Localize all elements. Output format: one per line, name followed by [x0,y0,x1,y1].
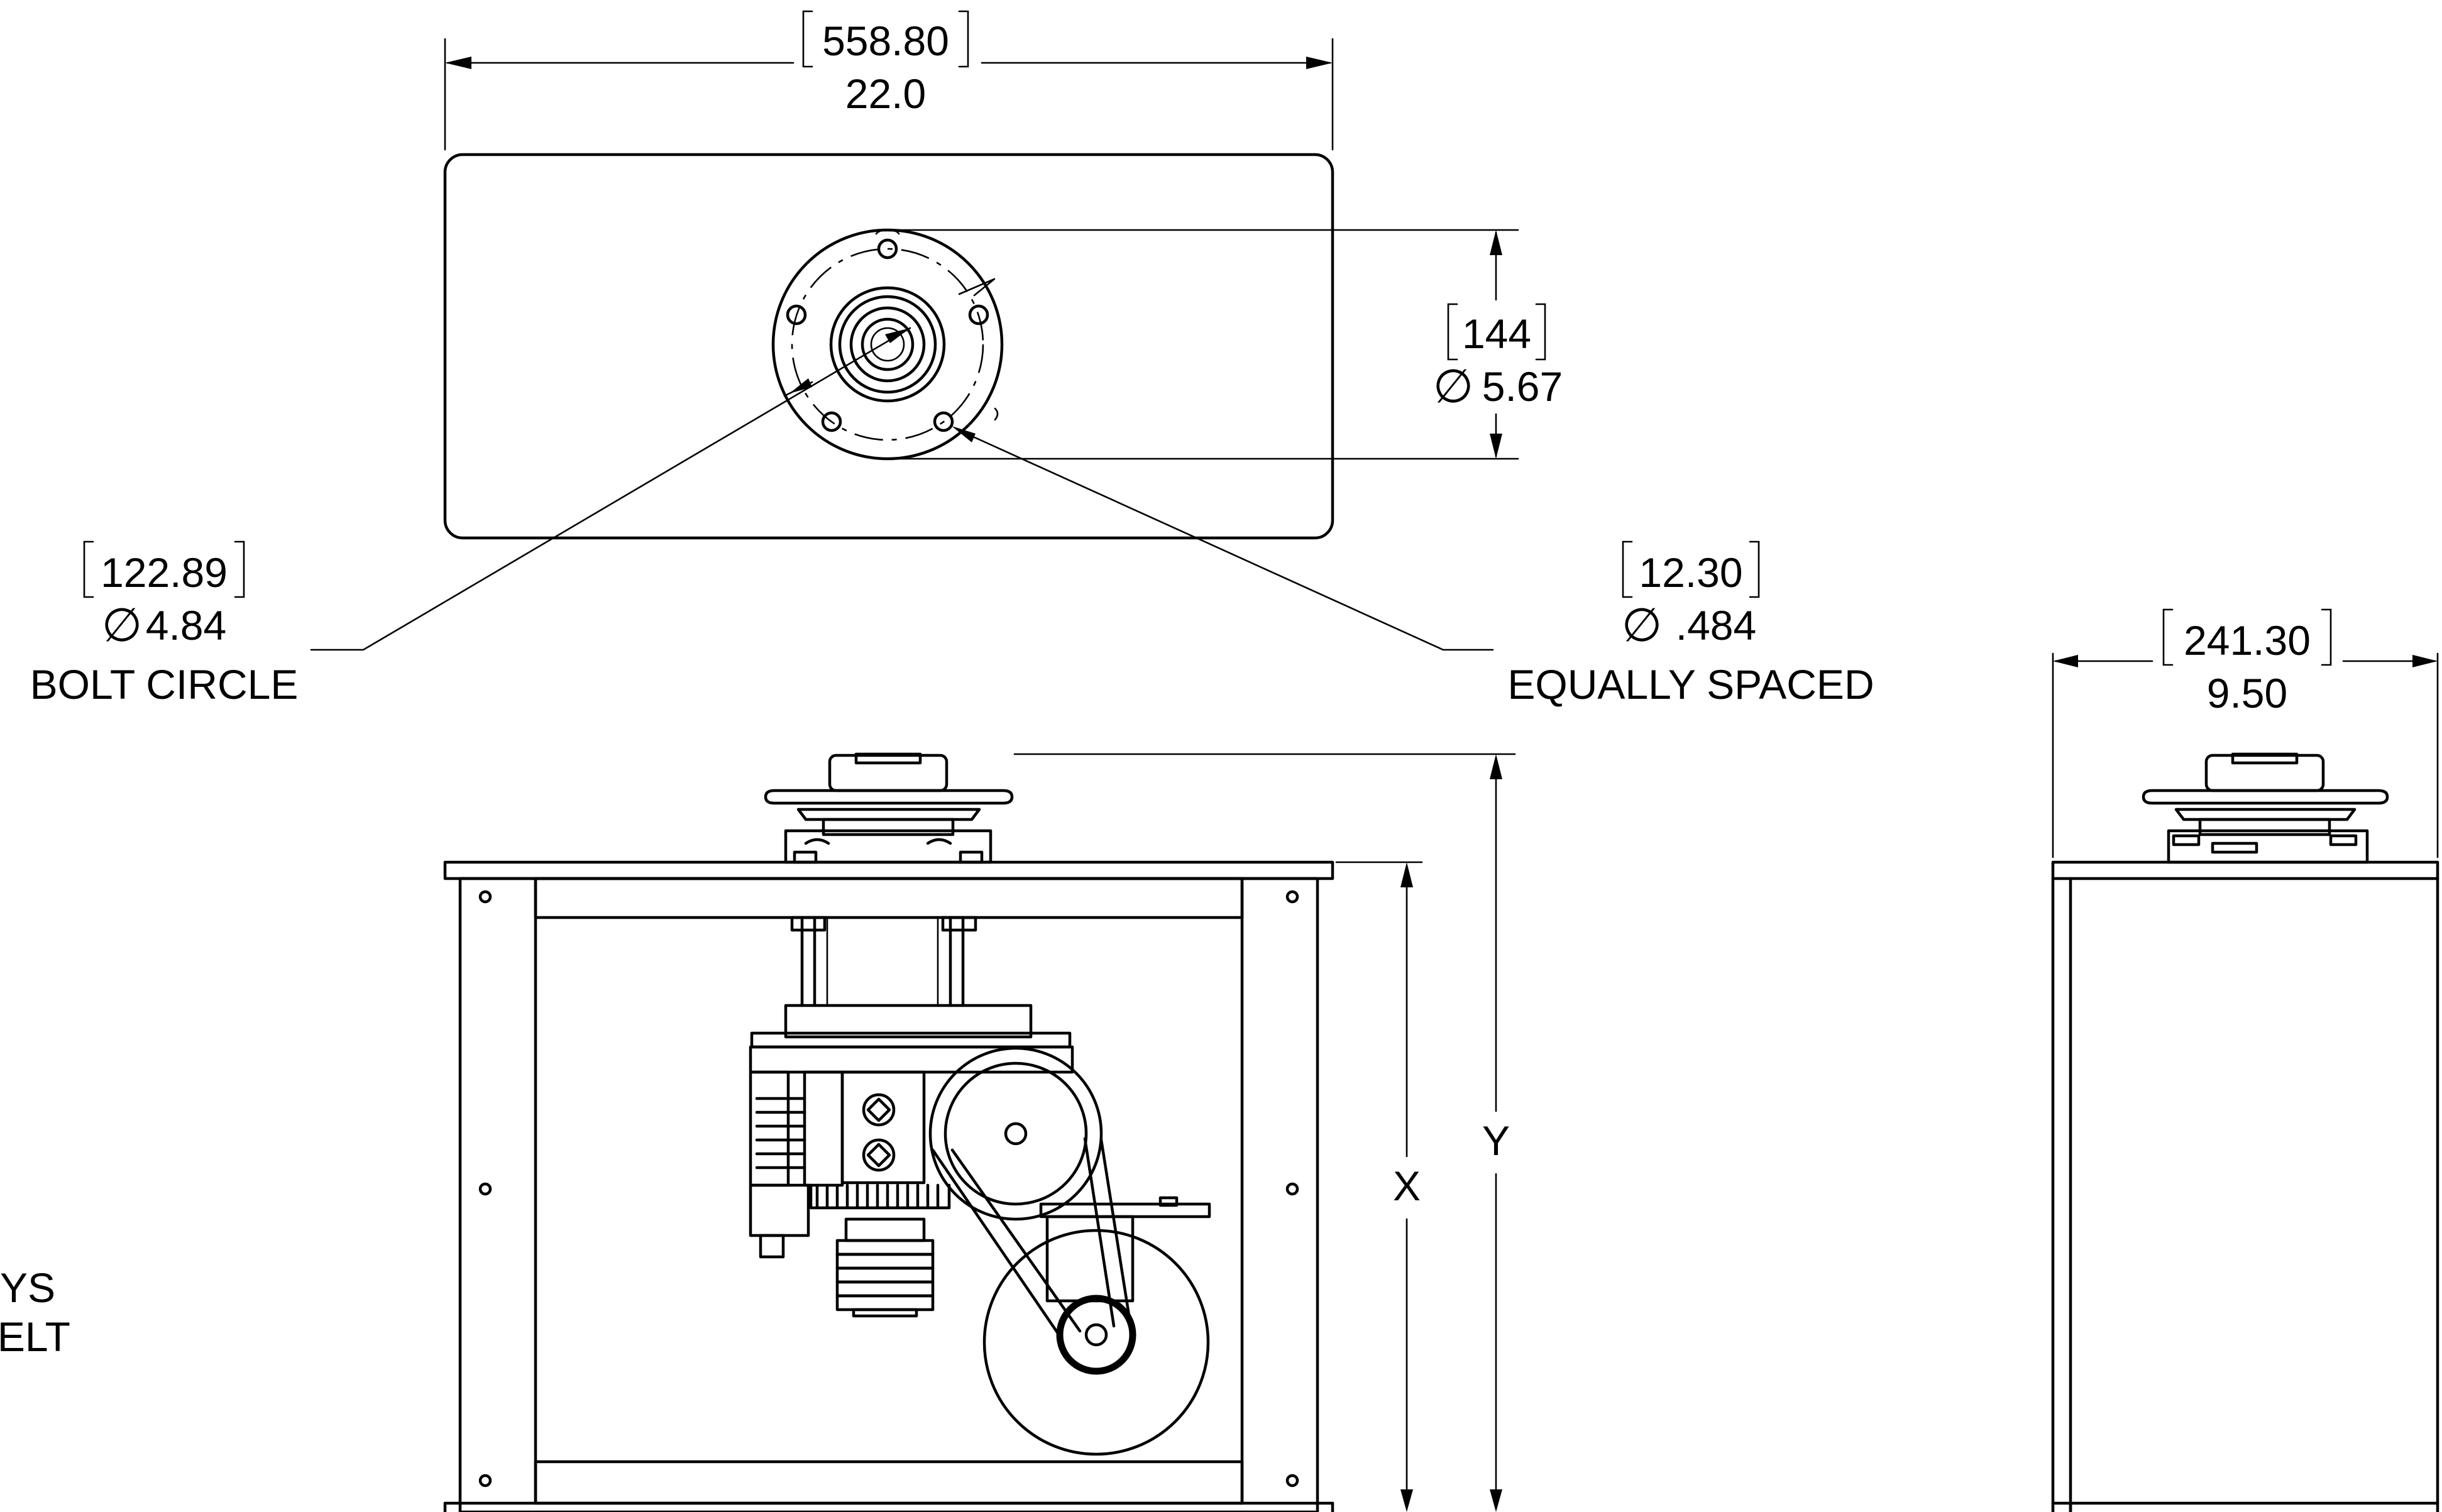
side-pulley [2142,752,2389,864]
hub-diameter-symbol: ∅ [1433,360,1473,412]
note-line-2: ELT [0,1313,70,1360]
bolt-hole-text: EQUALLY SPACED [1507,661,1874,708]
depth-mm-label: 241.30 [2184,617,2311,664]
housing-frame [443,860,1334,1512]
dim-x-label: X [1393,1163,1421,1209]
bolt-hole-in-label: .484 [1676,602,1756,649]
width-dimension: 558.80 22.0 [444,10,1334,151]
width-in-label: 22.0 [845,70,926,117]
dim-y: Y [1013,753,1516,1512]
bolt-circle-in-label: 4.84 [146,602,226,649]
front-view: Y X EYS ELT [0,752,1516,1512]
bolt-circle-symbol: ∅ [102,599,142,651]
top-view: 558.80 22.0 [30,10,1874,708]
dim-x: X [1335,861,1423,1512]
belt-drive [928,1046,1210,1456]
bolt-circle-text: BOLT CIRCLE [30,661,299,708]
bolt-hole-mm-label: 12.30 [1639,549,1742,596]
bolt-circle-mm-label: 122.89 [101,549,228,596]
width-mm-label: 558.80 [822,18,949,64]
bolt-hole-leader: 12.30 ∅ .484 EQUALLY SPACED [952,426,1874,708]
hub-diameter-dimension: 144 ∅ 5.67 [886,229,1563,460]
note-line-1: EYS [0,1264,55,1311]
bolt-circle-leader: 122.89 ∅ 4.84 BOLT CIRCLE [30,327,911,708]
top-pulley [764,752,1014,864]
side-view: 241.30 9.50 [2051,608,2439,1512]
hub-diameter-in-label: 5.67 [1482,363,1563,410]
top-view-outline [443,153,1334,540]
support-posts [790,916,977,1007]
depth-dimension: 241.30 9.50 [2052,608,2439,858]
depth-in-label: 9.50 [2207,670,2287,716]
drive-assembly [749,1004,1211,1318]
flange-hub [771,228,1004,461]
hub-diameter-mm-label: 144 [1462,310,1531,357]
dim-y-label: Y [1482,1117,1510,1164]
bolt-hole-symbol: ∅ [1622,599,1662,651]
cut-off-note: EYS ELT [0,1264,70,1360]
